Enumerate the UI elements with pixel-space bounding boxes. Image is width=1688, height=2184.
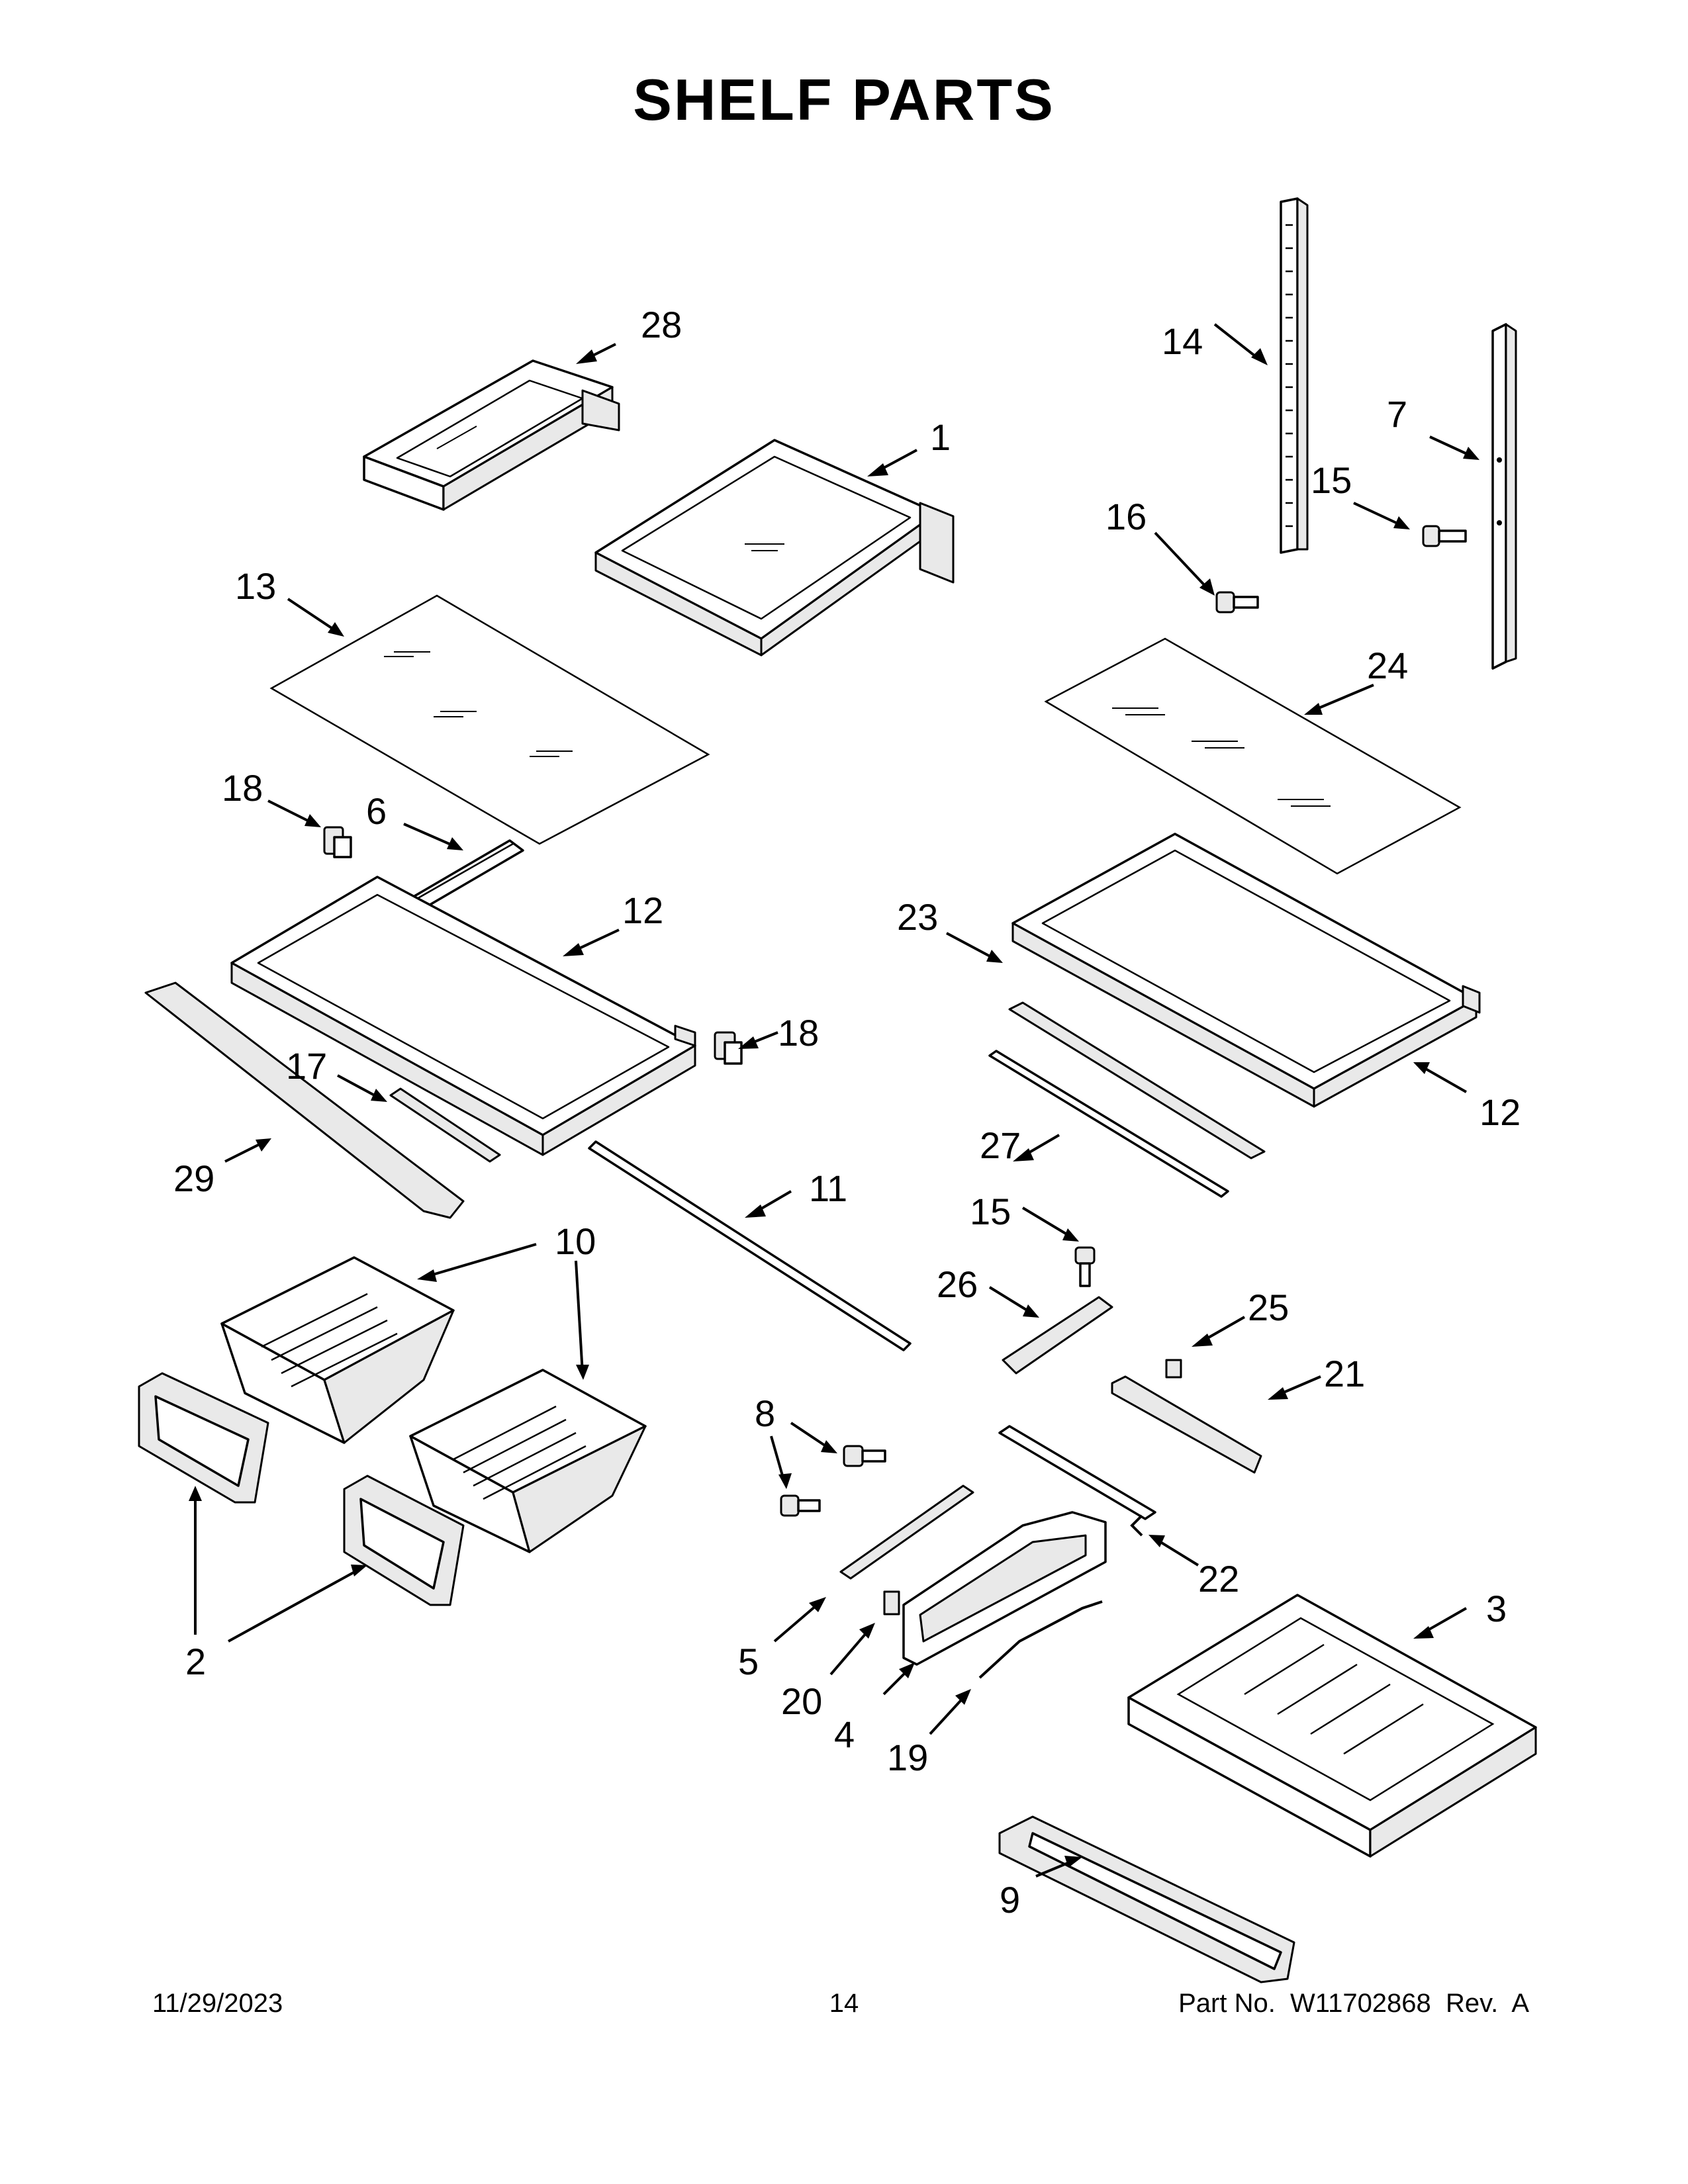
callout-23: 23: [897, 896, 938, 938]
callout-20: 20: [781, 1680, 822, 1722]
part-29-front-trim: [144, 981, 465, 1219]
callout-4: 4: [834, 1713, 855, 1755]
callout-22: 22: [1198, 1558, 1239, 1600]
callout-21: 21: [1324, 1353, 1365, 1394]
part-25-clip: [1165, 1359, 1182, 1379]
callout-labels: 28 1 14 7 15 16 13 24 18 6 12 23 18 17 1…: [173, 304, 1521, 1921]
part-23-trim-strip: [1008, 1001, 1266, 1160]
part-28-small-shelf: [363, 359, 620, 511]
callout-11: 11: [809, 1167, 847, 1209]
part-3-pan: [1127, 1594, 1537, 1858]
part-10-crisper-bin-right: [409, 1369, 647, 1553]
callout-17: 17: [286, 1045, 327, 1087]
callout-12-left: 12: [622, 889, 663, 931]
callout-18-right: 18: [778, 1012, 819, 1054]
callout-19: 19: [887, 1737, 928, 1778]
part-12-frame-right: [1011, 833, 1481, 1108]
callout-3: 3: [1486, 1588, 1507, 1629]
part-18-clip-left: [323, 826, 352, 858]
callout-26: 26: [937, 1263, 978, 1305]
part-18-clip-right: [714, 1031, 743, 1065]
callout-12-right: 12: [1479, 1091, 1521, 1133]
part-2-bin-front-right: [343, 1475, 465, 1606]
callout-28: 28: [641, 304, 682, 345]
part-19-wire: [978, 1600, 1103, 1679]
part-17-bracket: [389, 1087, 501, 1163]
callout-8: 8: [755, 1392, 775, 1434]
part-26-bracket: [1002, 1296, 1113, 1375]
part-4-frame-end: [902, 1511, 1107, 1666]
callout-6: 6: [366, 790, 387, 832]
part-10-crisper-bin-left: [220, 1256, 455, 1444]
callout-29: 29: [173, 1158, 214, 1199]
callout-10: 10: [555, 1220, 596, 1262]
footer-part-number: Part No. W11702868 Rev. A: [1178, 1989, 1529, 2018]
part-5-slide-rail: [839, 1484, 974, 1580]
part-7-vertical-channel: [1491, 323, 1517, 670]
leader-arrowheads: [189, 348, 1479, 1868]
callout-1: 1: [930, 416, 951, 458]
part-20-clip: [883, 1590, 900, 1615]
callout-2: 2: [185, 1641, 206, 1682]
part-16-screw: [1215, 591, 1259, 614]
footer-date: 11/29/2023: [152, 1989, 283, 2018]
part-13-glass-left: [269, 594, 710, 845]
part-21-rail: [1111, 1375, 1262, 1474]
part-12-frame-left: [230, 876, 696, 1156]
part-15-screw-top: [1422, 525, 1467, 547]
part-2-bin-front-left: [138, 1372, 269, 1504]
part-24-glass-right: [1044, 637, 1462, 875]
callout-15-middle: 15: [970, 1191, 1011, 1232]
callout-18-left: 18: [222, 767, 263, 809]
part-27-strip: [988, 1050, 1229, 1198]
callout-14: 14: [1162, 320, 1203, 362]
part-15-screw-middle: [1074, 1246, 1096, 1287]
part-14-shelf-ladder: [1280, 197, 1309, 554]
part-8-screw-lower: [780, 1494, 821, 1517]
callout-25: 25: [1248, 1287, 1289, 1328]
callout-24: 24: [1367, 645, 1408, 686]
footer-page-number: 14: [829, 1989, 859, 2018]
callout-9: 9: [1000, 1879, 1020, 1921]
callout-15-top: 15: [1311, 459, 1352, 501]
callout-27: 27: [980, 1124, 1021, 1166]
callout-13: 13: [235, 565, 276, 607]
part-1-upper-shelf: [594, 439, 955, 657]
callout-7: 7: [1387, 393, 1407, 435]
part-11-rod: [588, 1140, 912, 1351]
part-9-pan-front: [998, 1815, 1295, 1983]
part-8-screw-upper: [843, 1445, 886, 1467]
callout-5: 5: [738, 1641, 759, 1682]
page-title: SHELF PARTS: [633, 67, 1055, 132]
part-22-wire-arm: [998, 1425, 1156, 1537]
callout-16: 16: [1105, 496, 1147, 537]
